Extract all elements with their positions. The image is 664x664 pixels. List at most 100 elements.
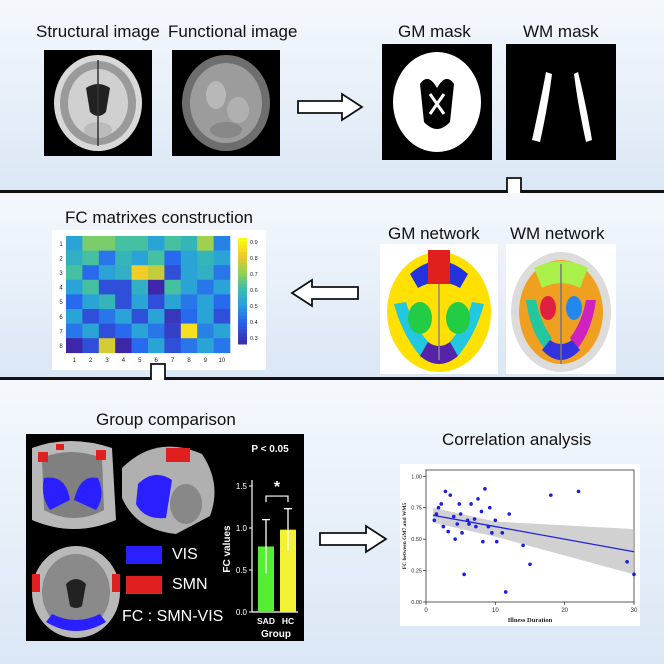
matrix-cell	[115, 236, 132, 251]
matrix-cell	[180, 279, 198, 295]
significance-bracket	[265, 495, 289, 503]
scatter-point	[457, 502, 462, 506]
colorbar-segment	[238, 326, 247, 331]
matrix-cell	[131, 323, 149, 339]
bar-sad	[258, 546, 274, 612]
scatter-point	[448, 493, 453, 497]
wm-mask-image	[506, 44, 616, 160]
matrix-cell	[197, 236, 214, 251]
scatter-point	[481, 539, 485, 544]
colorbar-segment	[238, 298, 247, 303]
scatter-x-tick-label: 20	[561, 608, 568, 614]
scatter-point	[528, 562, 532, 567]
matrix-cell	[115, 338, 132, 354]
scatter-point	[465, 518, 470, 523]
matrix-cell	[213, 338, 231, 354]
scatter-x-tick-label: 10	[492, 608, 499, 614]
colorbar-segment	[238, 245, 247, 250]
colorbar-tick-label: 0.7	[250, 272, 258, 278]
significance-star: *	[274, 479, 281, 496]
matrix-cell	[180, 323, 198, 339]
bar-hc	[280, 529, 296, 612]
colorbar-tick-label: 0.5	[250, 304, 258, 310]
colorbar-tick-label: 0.4	[250, 320, 258, 326]
gm-network-label: GM network	[388, 224, 480, 243]
matrix-cell	[66, 279, 83, 295]
scatter-point	[446, 529, 450, 534]
matrix-cell	[131, 279, 149, 295]
matrix-cell	[98, 279, 116, 295]
colorbar-segment	[238, 255, 247, 260]
matrix-cell	[164, 338, 182, 354]
bar-y-tick-label: 1.0	[236, 524, 248, 533]
scatter-point	[507, 512, 511, 516]
colorbar-segment	[238, 262, 247, 267]
matrix-cell	[115, 294, 132, 310]
p-value-annotation: P < 0.05	[251, 444, 289, 455]
matrix-cell	[98, 323, 116, 339]
wm-network-label: WM network	[510, 224, 605, 243]
scatter-point	[486, 524, 491, 529]
bar-y-axis-label: FC values	[222, 525, 233, 573]
matrix-cell	[164, 309, 182, 324]
wm-mask-label: WM mask	[523, 22, 599, 41]
arrow-right-to-correlation	[318, 524, 388, 554]
scatter-y-tick-label: 0.25	[411, 569, 422, 575]
group-comparison-title: Group comparison	[96, 410, 236, 429]
scatter-y-tick-label: 1.00	[411, 474, 422, 480]
matrix-row-label: 1	[59, 242, 63, 248]
colorbar-segment	[238, 301, 247, 306]
matrix-cell	[148, 250, 165, 266]
bar-category-label: HC	[282, 616, 294, 626]
matrix-cell	[164, 323, 182, 339]
matrix-row-label: 8	[59, 344, 63, 350]
matrix-cell	[148, 265, 165, 281]
matrix-col-label: 9	[204, 358, 208, 364]
matrix-cell	[164, 279, 182, 295]
scatter-x-axis-label: Illness Duration	[508, 617, 553, 624]
colorbar-segment	[238, 291, 247, 296]
matrix-cell	[82, 250, 100, 266]
colorbar-segment	[238, 273, 247, 278]
scatter-point	[576, 489, 581, 494]
matrix-cell	[82, 338, 100, 354]
scatter-point	[439, 502, 444, 506]
sagittal-slice-image	[122, 446, 215, 534]
matrix-row-label: 3	[59, 271, 63, 277]
matrix-cell	[98, 294, 116, 310]
scatter-point	[458, 512, 463, 516]
scatter-point	[460, 531, 464, 535]
matrix-cell	[115, 323, 132, 339]
colorbar-segment	[238, 312, 247, 317]
colorbar-segment	[238, 259, 247, 264]
matrix-cell	[197, 294, 214, 310]
scatter-point	[474, 524, 478, 529]
scatter-point	[436, 505, 441, 510]
scatter-point	[500, 531, 505, 535]
matrix-cell	[66, 265, 83, 281]
colorbar-segment	[238, 308, 247, 313]
colorbar-segment	[238, 241, 247, 246]
matrix-cell	[180, 265, 198, 281]
colorbar-segment	[238, 319, 247, 324]
scatter-point	[479, 509, 484, 514]
matrix-cell	[197, 309, 214, 324]
gm-mask-label: GM mask	[398, 22, 471, 41]
matrix-col-label: 10	[218, 358, 225, 364]
matrix-cell	[148, 309, 165, 324]
colorbar-segment	[238, 333, 247, 338]
matrix-row-label: 5	[59, 300, 63, 306]
scatter-point	[487, 505, 492, 510]
matrix-cell	[82, 265, 100, 281]
matrix-cell	[148, 294, 165, 310]
matrix-row-label: 4	[59, 286, 63, 292]
bar-category-label: SAD	[257, 616, 275, 626]
colorbar-segment	[238, 329, 247, 334]
structural-image-label: Structural image	[36, 22, 160, 41]
bar-y-tick-label: 1.5	[236, 482, 248, 491]
colorbar-tick-label: 0.9	[250, 240, 258, 246]
matrix-cell	[82, 309, 100, 324]
matrix-col-label: 8	[187, 358, 191, 364]
